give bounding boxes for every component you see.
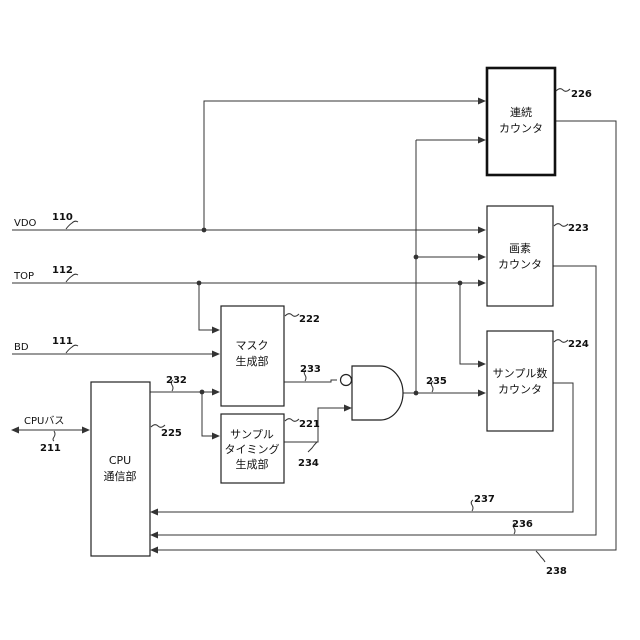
pixel-counter-label-2: カウンタ xyxy=(498,258,542,271)
ref-221: 221 xyxy=(299,419,320,430)
ref-112: 112 xyxy=(52,265,73,276)
leader-237 xyxy=(471,500,473,511)
ref-234: 234 xyxy=(298,458,319,469)
leader-238 xyxy=(536,551,545,562)
mask-generator-block: マスク 生成部 xyxy=(221,306,284,406)
ref-211: 211 xyxy=(40,443,61,454)
continuous-counter-block: 連続 カウンタ xyxy=(487,68,555,175)
vdo-label: VDO xyxy=(14,218,37,229)
bd-signal-line xyxy=(12,351,220,358)
leader-211 xyxy=(53,431,55,441)
bd-label: BD xyxy=(14,342,29,353)
ref-224: 224 xyxy=(568,339,589,350)
continuous-counter-label-1: 連続 xyxy=(510,105,532,119)
ref-237: 237 xyxy=(474,494,495,505)
ref-236: 236 xyxy=(512,519,533,530)
continuous-counter-label-2: カウンタ xyxy=(499,122,543,135)
sample-count-counter-block: サンプル数 カウンタ xyxy=(487,331,553,431)
leader-225 xyxy=(151,425,165,428)
ref-110: 110 xyxy=(52,212,73,223)
leader-226 xyxy=(556,89,570,92)
cpu-bus-label: CPUバス xyxy=(24,415,64,427)
pixel-counter-label-1: 画素 xyxy=(509,242,531,255)
wire-233 xyxy=(284,380,337,382)
ref-222: 222 xyxy=(299,314,320,325)
mask-generator-label-2: 生成部 xyxy=(236,354,269,368)
cpu-comm-label-1: CPU xyxy=(109,454,131,467)
leader-224 xyxy=(554,340,568,343)
mask-generator-label-1: マスク xyxy=(236,339,269,352)
and-gate xyxy=(341,366,404,420)
ref-232: 232 xyxy=(166,375,187,386)
cpu-comm-block: CPU 通信部 xyxy=(91,382,150,556)
leader-234 xyxy=(308,442,317,452)
ref-238: 238 xyxy=(546,566,567,577)
cpu-comm-label-2: 通信部 xyxy=(104,469,137,483)
leader-222 xyxy=(285,314,299,317)
sample-timing-generator-block: サンプル タイミング 生成部 xyxy=(221,414,284,483)
leader-223 xyxy=(554,224,568,227)
ref-223: 223 xyxy=(568,223,589,234)
ref-235: 235 xyxy=(426,376,447,387)
cpu-bus-line xyxy=(11,427,90,434)
sample-count-counter-label-2: カウンタ xyxy=(498,383,542,396)
sample-count-counter-label-1: サンプル数 xyxy=(493,367,548,380)
top-label: TOP xyxy=(13,271,34,282)
sample-timing-label-3: 生成部 xyxy=(236,457,269,471)
ref-225: 225 xyxy=(161,428,182,439)
inverter-bubble xyxy=(341,375,352,386)
sample-timing-label-2: タイミング xyxy=(225,442,280,456)
leader-221 xyxy=(285,419,299,422)
vdo-signal-line xyxy=(12,98,486,234)
wire-235 xyxy=(403,137,486,397)
pixel-counter-block: 画素 カウンタ xyxy=(487,206,553,306)
ref-111: 111 xyxy=(52,336,73,347)
ref-233: 233 xyxy=(300,364,321,375)
sample-timing-label-1: サンプル xyxy=(230,428,274,441)
ref-226: 226 xyxy=(571,89,592,100)
